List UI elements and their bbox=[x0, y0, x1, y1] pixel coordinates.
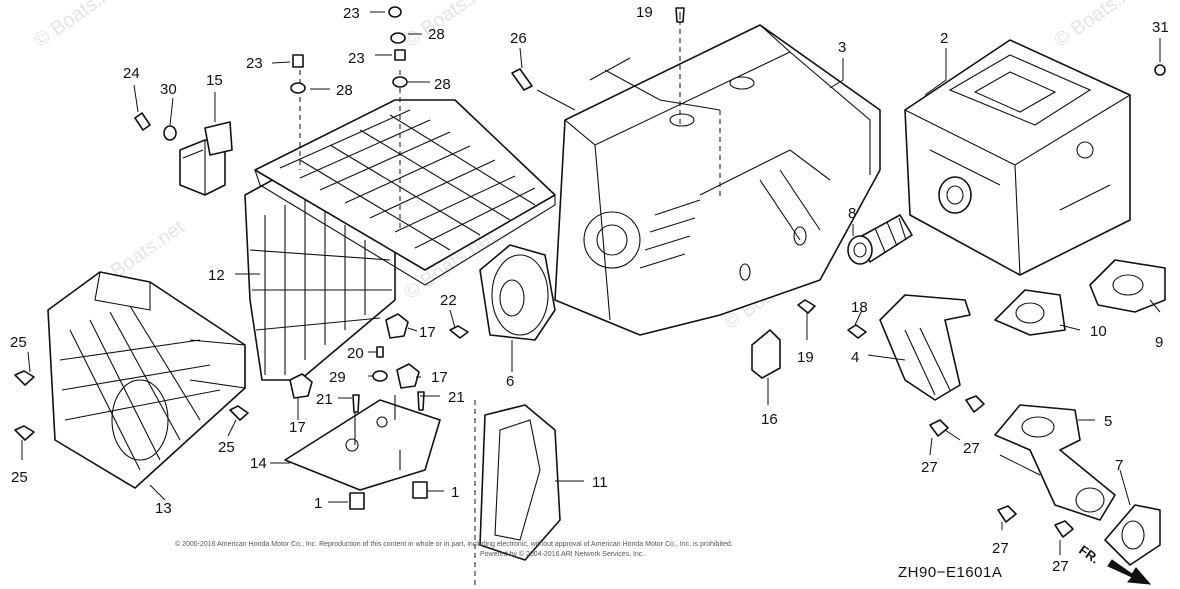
diagram-code: ZH90−E1601A bbox=[898, 564, 1002, 581]
callout-3: 3 bbox=[838, 39, 846, 56]
part-4-guide bbox=[879, 294, 971, 401]
callout-16: 16 bbox=[761, 411, 778, 428]
callout-29: 29 bbox=[329, 369, 346, 386]
watermark: © Boats.net bbox=[1050, 0, 1149, 52]
callout-5: 5 bbox=[1104, 413, 1112, 430]
callout-23: 23 bbox=[348, 50, 365, 67]
callout-13: 13 bbox=[155, 500, 172, 517]
front-label: FR. bbox=[1076, 542, 1102, 566]
callout-21: 21 bbox=[316, 391, 333, 408]
callout-labels: 23 28 23 28 23 28 24 30 15 12 25 25 25 1… bbox=[10, 4, 1169, 575]
callout-12: 12 bbox=[208, 267, 225, 284]
callout-17: 17 bbox=[431, 369, 448, 386]
callout-27: 27 bbox=[992, 540, 1009, 557]
callout-26: 26 bbox=[510, 30, 527, 47]
hardware bbox=[14, 6, 1166, 538]
callout-27: 27 bbox=[1052, 558, 1069, 575]
callout-28: 28 bbox=[336, 82, 353, 99]
callout-11: 11 bbox=[592, 474, 608, 491]
callout-19: 19 bbox=[636, 4, 653, 21]
callout-23: 23 bbox=[246, 55, 263, 72]
part-9-gasket bbox=[1089, 259, 1166, 313]
callout-7: 7 bbox=[1115, 457, 1123, 474]
part-grid-top bbox=[254, 99, 556, 286]
copyright-text: © 2000-2016 American Honda Motor Co., In… bbox=[175, 540, 733, 548]
callout-28: 28 bbox=[434, 76, 451, 93]
part-8-screen bbox=[847, 214, 913, 265]
part-5-pipe bbox=[994, 404, 1116, 521]
callout-8: 8 bbox=[848, 205, 856, 222]
callout-10: 10 bbox=[1090, 323, 1107, 340]
callout-17: 17 bbox=[289, 419, 306, 436]
part-15-bracket bbox=[179, 121, 233, 196]
part-11-guide bbox=[479, 404, 561, 561]
callout-25: 25 bbox=[10, 334, 27, 351]
watermark: © Boats.net bbox=[30, 0, 129, 52]
copyright-block: © 2000-2016 American Honda Motor Co., In… bbox=[175, 540, 733, 558]
callout-9: 9 bbox=[1155, 334, 1163, 351]
callout-30: 30 bbox=[160, 81, 177, 98]
callout-19: 19 bbox=[797, 349, 814, 366]
callout-17: 17 bbox=[419, 324, 436, 341]
watermark: © Boats.net bbox=[400, 0, 499, 52]
callout-20: 20 bbox=[347, 345, 364, 362]
callout-28: 28 bbox=[428, 26, 445, 43]
part-2-muffler bbox=[904, 39, 1131, 276]
callout-21: 21 bbox=[448, 389, 465, 406]
part-7-gasket bbox=[1104, 504, 1161, 566]
callout-14: 14 bbox=[250, 455, 267, 472]
callout-23: 23 bbox=[343, 5, 360, 22]
front-arrow-icon bbox=[1107, 559, 1152, 585]
powered-by-text: Powered by © 2004-2016 ARI Network Servi… bbox=[480, 550, 644, 558]
callout-27: 27 bbox=[963, 440, 980, 457]
alignment-lines bbox=[299, 20, 721, 589]
part-6-boot bbox=[479, 244, 556, 341]
callout-25: 25 bbox=[11, 469, 28, 486]
callout-1: 1 bbox=[451, 484, 459, 501]
callout-31: 31 bbox=[1152, 19, 1169, 36]
callout-24: 24 bbox=[123, 65, 140, 82]
callout-18: 18 bbox=[851, 299, 868, 316]
callout-2: 2 bbox=[940, 30, 948, 47]
callout-25: 25 bbox=[218, 439, 235, 456]
part-16-bracket bbox=[751, 329, 781, 379]
part-14-plate bbox=[284, 395, 441, 491]
part-3-cover bbox=[554, 24, 881, 336]
callout-4: 4 bbox=[851, 349, 859, 366]
callout-27: 27 bbox=[921, 459, 938, 476]
callout-6: 6 bbox=[506, 373, 514, 390]
part-10-gasket bbox=[994, 289, 1066, 336]
callout-15: 15 bbox=[206, 72, 223, 89]
leader-lines bbox=[21, 11, 1161, 555]
callout-22: 22 bbox=[440, 292, 457, 309]
part-13-cover bbox=[47, 271, 246, 489]
callout-1: 1 bbox=[314, 495, 322, 512]
